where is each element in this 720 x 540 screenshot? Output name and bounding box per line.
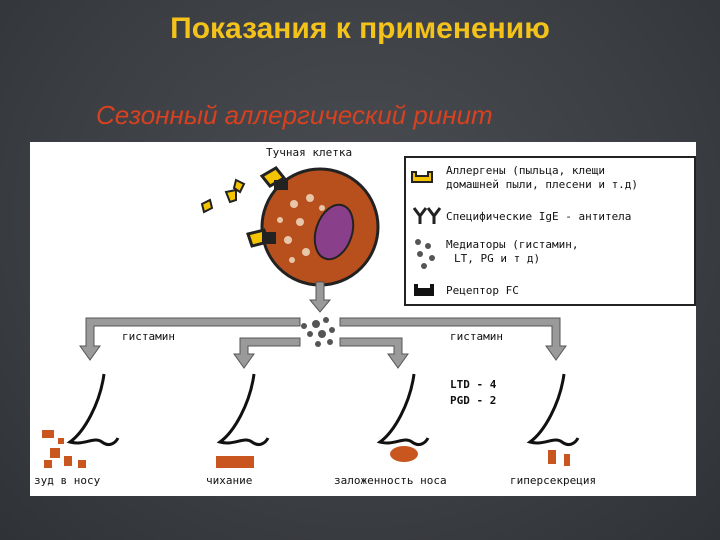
arrow-left-inner-icon xyxy=(234,338,300,368)
symptom-label: гиперсекреция xyxy=(510,474,596,488)
ige-antibody-icon xyxy=(414,208,440,224)
mediator-icon xyxy=(415,239,435,269)
mast-cell-graphic xyxy=(248,168,378,285)
symptom-label: чихание xyxy=(206,474,252,488)
legend-ige: Специфические IgE - антитела xyxy=(446,210,631,224)
nose-outlines xyxy=(70,374,578,445)
nose-3 xyxy=(380,374,428,445)
legend-mediators-line2: LT, PG и т д) xyxy=(454,252,540,266)
pgd-label: PGD - 2 xyxy=(450,394,496,408)
histamine-left-label: гистамин xyxy=(122,330,175,344)
nose-2 xyxy=(220,374,268,445)
slide-subtitle: Сезонный аллергический ринит xyxy=(96,100,656,131)
nose-4 xyxy=(530,374,578,445)
symptom-marks xyxy=(42,430,570,468)
legend-receptor: Рецептор FC xyxy=(446,284,519,298)
mediator-cluster xyxy=(301,317,335,347)
mast-cell-label: Тучная клетка xyxy=(266,146,352,160)
slide-title: Показания к применению xyxy=(0,12,720,46)
fc-receptor-icon xyxy=(414,284,434,296)
allergen-particle xyxy=(226,190,236,202)
allergy-diagram: Тучная клетка Аллергены (пыльца, клещи д… xyxy=(30,142,696,496)
legend-allergens-line1: Аллергены (пыльца, клещи xyxy=(446,164,605,178)
allergen-particles xyxy=(202,180,244,212)
allergen-particle xyxy=(234,180,244,192)
legend: Аллергены (пыльца, клещи домашней пыли, … xyxy=(404,156,696,306)
arrow-right-inner-icon xyxy=(340,338,408,368)
legend-allergens-line2: домашней пыли, плесени и т.д) xyxy=(446,178,638,192)
allergen-particle xyxy=(202,200,212,212)
allergen-icon xyxy=(412,172,432,182)
histamine-right-label: гистамин xyxy=(450,330,503,344)
arrow-down-icon xyxy=(310,282,330,312)
ltd-label: LTD - 4 xyxy=(450,378,496,392)
symptom-label: зуд в носу xyxy=(34,474,100,488)
legend-mediators-line1: Медиаторы (гистамин, xyxy=(446,238,578,252)
symptom-label: заложенность носа xyxy=(334,474,447,488)
nose-1 xyxy=(70,374,118,445)
